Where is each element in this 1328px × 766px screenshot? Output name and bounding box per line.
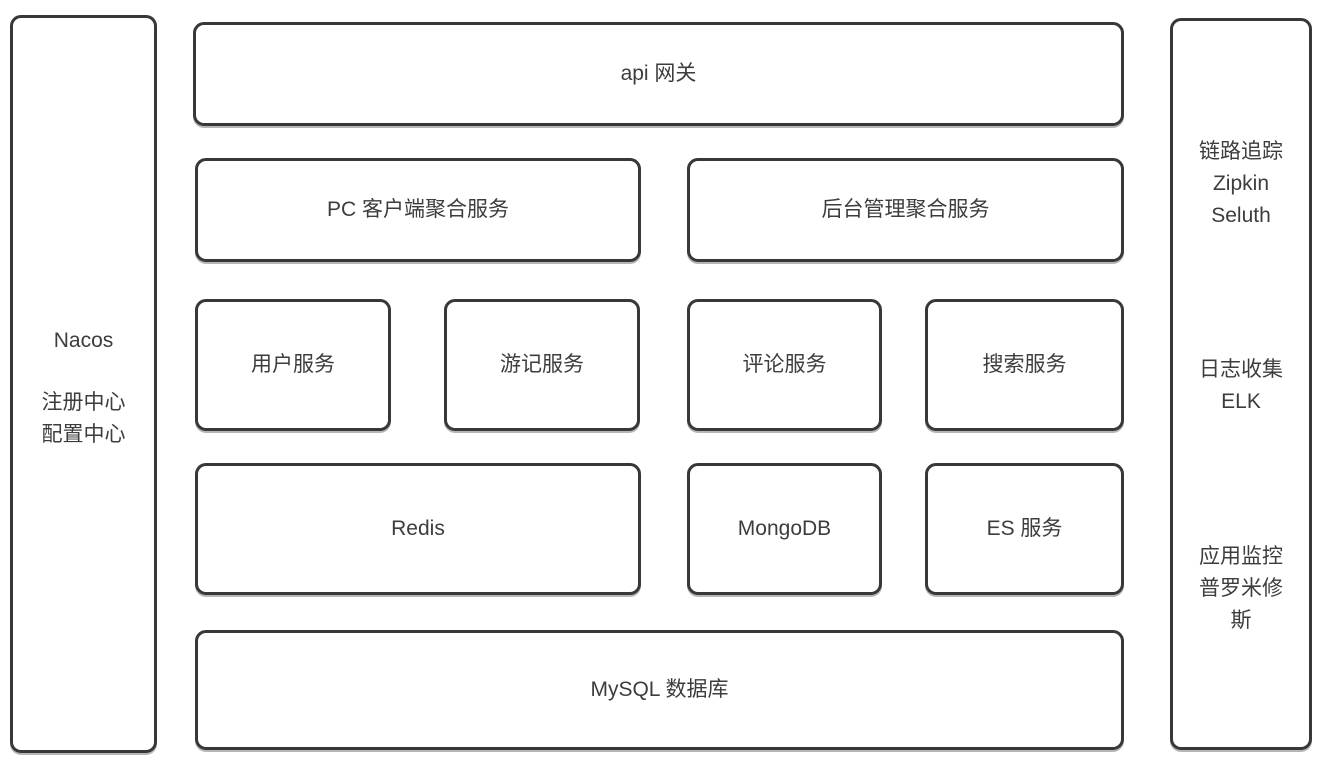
mysql-box: MySQL 数据库 bbox=[195, 630, 1124, 750]
user-service-label: 用户服务 bbox=[251, 353, 335, 376]
nacos-subtitle: 注册中心 配置中心 bbox=[13, 387, 154, 451]
nacos-title: Nacos bbox=[53, 329, 114, 352]
nacos-panel-text: Nacos 注册中心 配置中心 bbox=[13, 325, 154, 451]
observability-panel: 链路追踪 Zipkin Seluth 日志收集 ELK 应用监控 普罗米修斯 bbox=[1170, 18, 1312, 750]
api-gateway-label: api 网关 bbox=[620, 62, 697, 85]
mongodb-box: MongoDB bbox=[687, 463, 882, 595]
mongodb-label: MongoDB bbox=[737, 517, 832, 540]
config-center-label: 配置中心 bbox=[41, 423, 126, 446]
nacos-panel: Nacos 注册中心 配置中心 bbox=[10, 15, 157, 753]
user-service-box: 用户服务 bbox=[195, 299, 391, 431]
comment-service-label: 评论服务 bbox=[742, 353, 827, 376]
admin-aggregation-box: 后台管理聚合服务 bbox=[687, 158, 1124, 262]
search-service-label: 搜索服务 bbox=[982, 353, 1067, 376]
comment-service-box: 评论服务 bbox=[687, 299, 882, 431]
pc-client-aggregation-label: PC 客户端聚合服务 bbox=[326, 198, 509, 221]
redis-box: Redis bbox=[195, 463, 641, 595]
es-service-box: ES 服务 bbox=[925, 463, 1124, 595]
monitoring-section: 应用监控 普罗米修斯 bbox=[1173, 541, 1309, 637]
travel-notes-service-box: 游记服务 bbox=[444, 299, 640, 431]
log-collection-label: 日志收集 bbox=[1199, 358, 1283, 381]
prometheus-label: 普罗米修斯 bbox=[1199, 577, 1283, 632]
zipkin-label: Zipkin bbox=[1212, 172, 1270, 195]
elk-label: ELK bbox=[1221, 390, 1261, 413]
tracing-label: 链路追踪 bbox=[1199, 140, 1283, 163]
es-service-label: ES 服务 bbox=[986, 517, 1063, 540]
redis-label: Redis bbox=[391, 517, 445, 540]
app-monitoring-label: 应用监控 bbox=[1199, 545, 1283, 568]
seluth-label: Seluth bbox=[1211, 204, 1271, 227]
api-gateway-box: api 网关 bbox=[193, 22, 1124, 126]
registry-center-label: 注册中心 bbox=[41, 391, 126, 414]
travel-notes-service-label: 游记服务 bbox=[500, 353, 584, 376]
search-service-box: 搜索服务 bbox=[925, 299, 1124, 431]
tracing-section: 链路追踪 Zipkin Seluth bbox=[1173, 136, 1309, 232]
logging-section: 日志收集 ELK bbox=[1173, 354, 1309, 418]
admin-aggregation-label: 后台管理聚合服务 bbox=[821, 198, 990, 221]
pc-client-aggregation-box: PC 客户端聚合服务 bbox=[195, 158, 641, 262]
mysql-label: MySQL 数据库 bbox=[590, 678, 729, 701]
